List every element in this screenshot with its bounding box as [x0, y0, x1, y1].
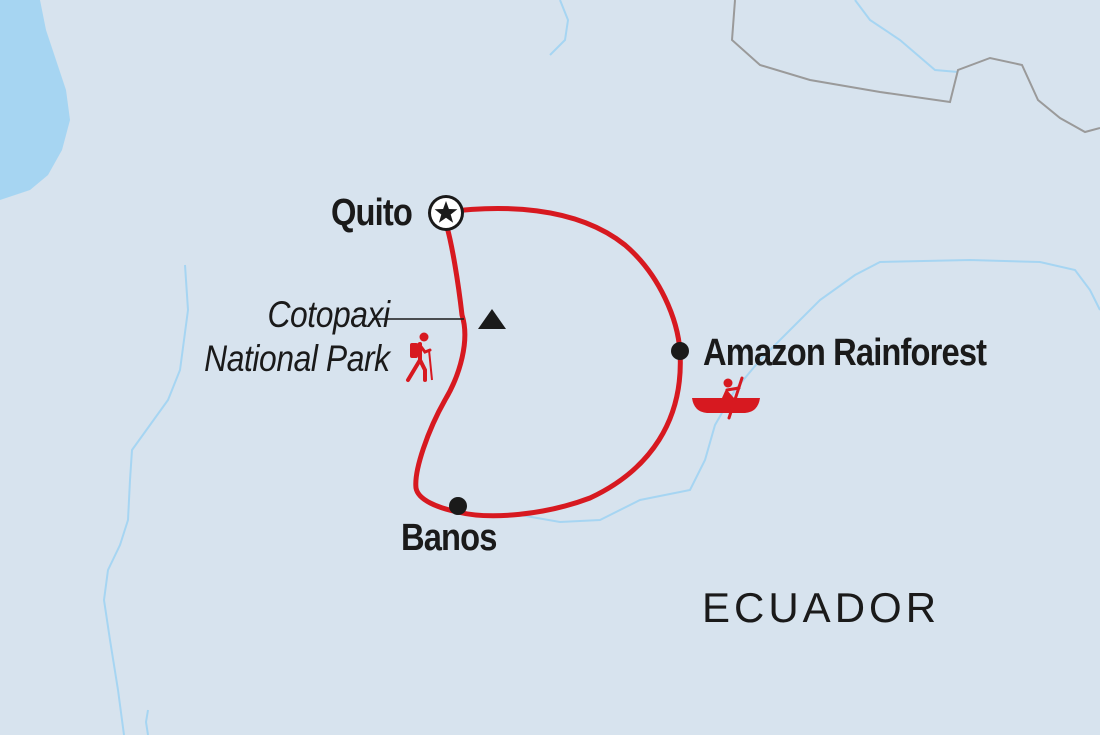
river: [102, 264, 190, 735]
place-label-quito: Quito: [331, 192, 413, 234]
country-borders: [730, 0, 1100, 134]
river: [854, 0, 959, 73]
dot-icon: [449, 497, 467, 515]
place-label-banos: Banos: [401, 517, 497, 559]
star-icon: [428, 195, 464, 231]
rivers: [102, 0, 1100, 735]
dot-icon: [671, 342, 689, 360]
sea-area: [0, 0, 70, 200]
border-line: [730, 0, 1100, 134]
place-label-cotopaxi-line1: Cotopaxi: [267, 294, 391, 335]
canoe-icon: [692, 376, 760, 420]
tour-route: [413, 205, 683, 519]
river: [549, 0, 570, 56]
place-label-amazon-rainforest: Amazon Rainforest: [703, 332, 987, 374]
place-label-cotopaxi-line2: National Park: [204, 338, 391, 379]
river: [519, 258, 1100, 524]
mountain-peak-icon: [478, 309, 506, 329]
country-label: ECUADOR: [702, 584, 941, 631]
hiker-icon: [406, 332, 433, 382]
river: [144, 709, 149, 735]
place-label-cotopaxi: Cotopaxi National Park: [204, 293, 391, 381]
